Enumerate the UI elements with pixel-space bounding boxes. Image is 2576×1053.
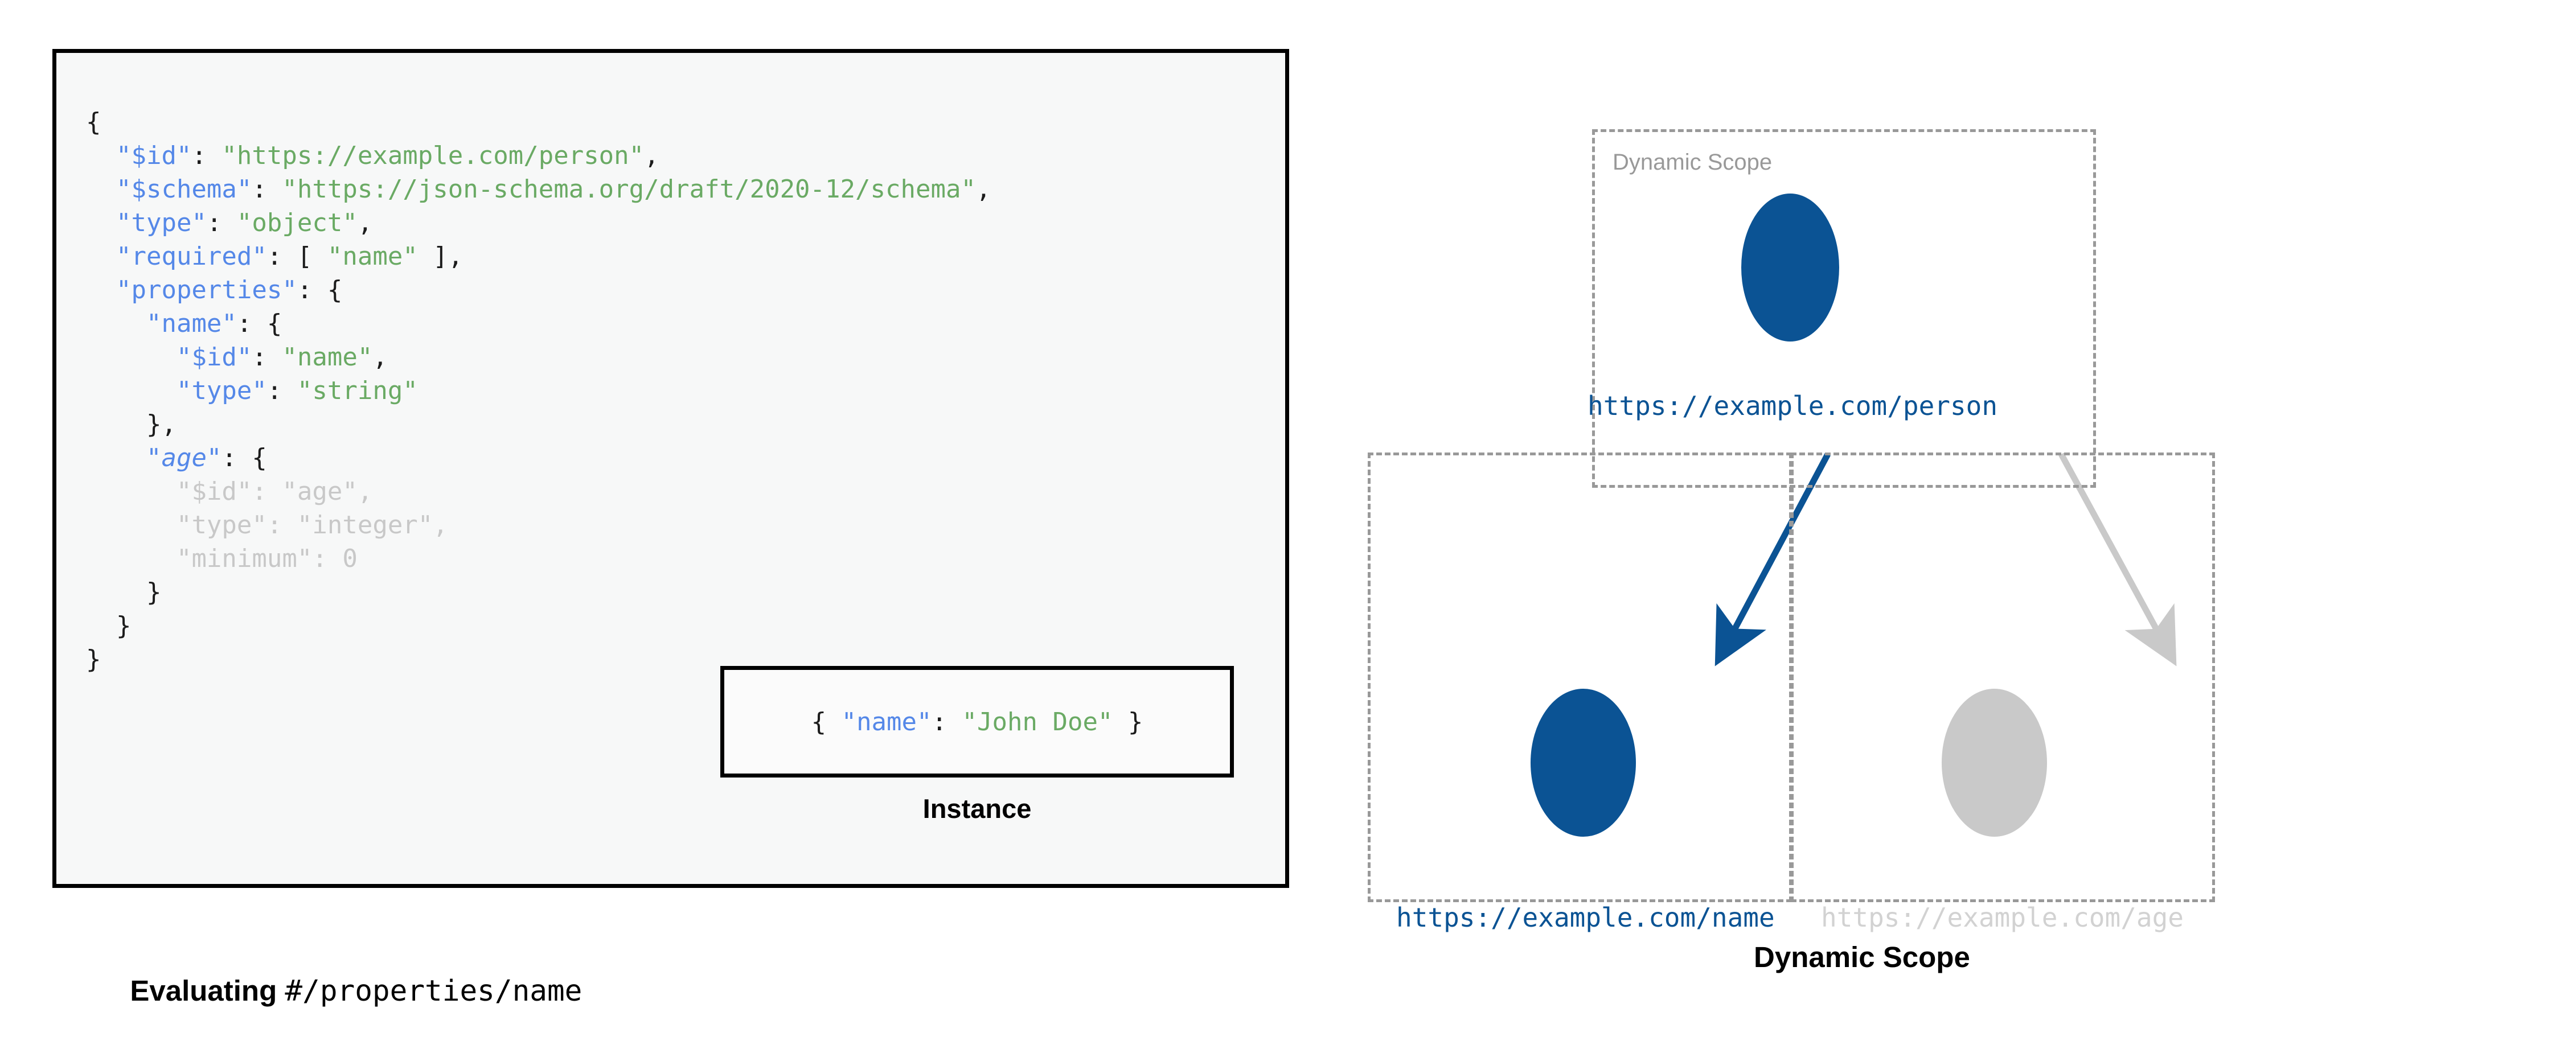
code-line: "$id": "age",	[86, 477, 372, 506]
code-token: }	[146, 578, 162, 607]
code-line: }	[86, 611, 132, 640]
code-token: "name"	[146, 309, 237, 338]
node-circle-age	[1942, 689, 2047, 837]
instance-label: Instance	[922, 793, 1032, 824]
code-token: :	[252, 175, 282, 204]
code-token: "$id": "age",	[176, 477, 373, 506]
scope-box-age	[1791, 453, 2215, 902]
code-line: "$schema": "https://json-schema.org/draf…	[86, 175, 991, 204]
code-token: "$id"	[176, 343, 252, 372]
code-token: ,	[372, 343, 388, 372]
code-line: "type": "string"	[86, 376, 418, 405]
code-token: "https://json-schema.org/draft/2020-12/s…	[282, 175, 976, 204]
code-token: "object"	[236, 208, 358, 237]
dynamic-scope-diagram: Dynamic Scope https://example.com/person…	[1355, 97, 2562, 933]
node-label-age: https://example.com/age	[1821, 902, 2184, 933]
code-token: :	[191, 141, 222, 170]
scope-box-person-label: Dynamic Scope	[1613, 150, 1773, 175]
code-token: :	[266, 376, 297, 405]
node-label-person: https://example.com/person	[1588, 390, 1998, 421]
schema-code-panel: { "$id": "https://example.com/person", "…	[52, 49, 1289, 888]
code-token: : {	[236, 309, 282, 338]
node-circle-name	[1531, 689, 1636, 837]
code-token: ,	[975, 175, 991, 204]
code-token: "name"	[327, 242, 418, 271]
instance-box: { "name": "John Doe" }	[720, 666, 1234, 778]
scope-caption: Dynamic Scope	[1754, 941, 1970, 973]
code-line: {	[86, 108, 101, 137]
schema-caption: Evaluating #/properties/name	[114, 940, 582, 1008]
schema-caption-pointer: #/properties/name	[285, 974, 583, 1008]
code-token: "name"	[282, 343, 373, 372]
code-token: }	[1113, 707, 1143, 737]
scope-box-name	[1368, 453, 1792, 902]
code-token: "John Doe"	[962, 707, 1113, 737]
code-token: "minimum": 0	[176, 544, 358, 573]
code-line: },	[86, 410, 177, 439]
code-line: "name": {	[86, 309, 282, 338]
code-line: "type": "integer",	[86, 511, 448, 540]
code-token: "https://example.com/person"	[221, 141, 645, 170]
schema-caption-bold: Evaluating	[130, 974, 285, 1007]
code-line: }	[86, 645, 101, 674]
code-token: "type"	[116, 208, 207, 237]
code-token: ,	[644, 141, 659, 170]
code-token: ],	[417, 242, 463, 271]
edge-person-to-name	[1714, 453, 1831, 667]
code-token: "$schema"	[116, 175, 252, 204]
code-line: "properties": {	[86, 275, 342, 305]
code-token: "type"	[176, 376, 267, 405]
code-token: }	[116, 611, 132, 640]
code-line: "required": [ "name" ],	[86, 242, 463, 271]
code-line: "$id": "name",	[86, 343, 388, 372]
code-token: "properties"	[116, 275, 297, 305]
code-token: : [	[266, 242, 327, 271]
code-token: "required"	[116, 242, 267, 271]
code-line: }	[86, 578, 162, 607]
code-token: "$id"	[116, 141, 192, 170]
code-token: ,	[357, 208, 373, 237]
code-token: {	[811, 707, 842, 737]
code-token: "type": "integer",	[176, 511, 448, 540]
code-token: "age"	[146, 443, 222, 472]
edge-person-to-age	[2058, 453, 2177, 667]
code-line: "age": {	[86, 443, 267, 472]
code-token: }	[86, 645, 101, 674]
code-token: "name"	[841, 707, 932, 737]
instance-code-text: { "name": "John Doe" }	[811, 708, 1143, 737]
code-token: :	[252, 343, 282, 372]
code-line: "minimum": 0	[86, 544, 358, 573]
schema-code-text: { "$id": "https://example.com/person", "…	[86, 105, 991, 676]
node-label-name: https://example.com/name	[1396, 902, 1775, 933]
code-token: : {	[221, 443, 267, 472]
code-line: "type": "object",	[86, 208, 372, 237]
scope-box-person	[1592, 129, 2096, 488]
code-token: :	[206, 208, 237, 237]
scope-arrows-svg	[1714, 453, 2177, 667]
code-line: "$id": "https://example.com/person",	[86, 141, 659, 170]
code-token: {	[86, 108, 101, 137]
code-token: },	[146, 410, 177, 439]
code-token: :	[932, 707, 962, 737]
node-circle-person	[1741, 194, 1839, 342]
code-token: "string"	[297, 376, 418, 405]
code-token: : {	[297, 275, 343, 305]
